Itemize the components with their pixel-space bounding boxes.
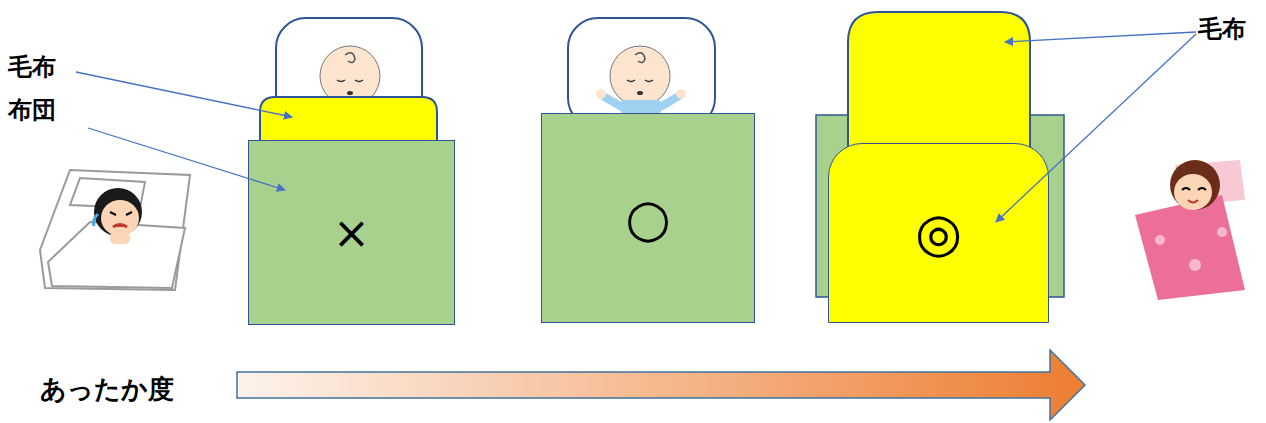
rating-symbol: × <box>333 211 370 255</box>
rating-symbol: ◎ <box>915 206 962 260</box>
part-label: 毛布 <box>8 54 56 80</box>
baby-bed-1 <box>260 18 437 145</box>
leader-line <box>88 128 285 190</box>
warmth-arrow <box>237 350 1085 420</box>
blanket-box: ◎ <box>828 143 1049 323</box>
part-label: 布団 <box>8 97 56 123</box>
futon-box: ○ <box>541 113 755 323</box>
leader-line <box>76 72 292 117</box>
futon-box: × <box>248 140 455 325</box>
cold-girl-illustration <box>40 170 190 290</box>
rating-symbol: ○ <box>625 192 670 244</box>
leader-line <box>1005 32 1196 42</box>
part-label: 毛布 <box>1198 16 1246 42</box>
leader-line <box>996 34 1196 222</box>
axis-label: あったか度 <box>40 375 174 404</box>
warm-girl-illustration <box>1135 160 1245 300</box>
baby-bed-2 <box>568 18 715 128</box>
